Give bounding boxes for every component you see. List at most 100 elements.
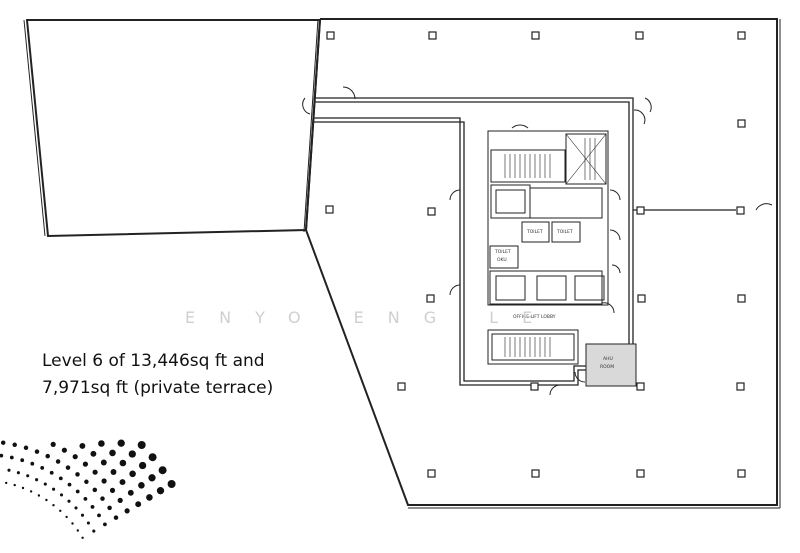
dot (50, 441, 56, 447)
dot (81, 536, 84, 539)
dot (20, 458, 25, 463)
dot (92, 469, 98, 475)
dot (117, 497, 123, 503)
dot (59, 509, 62, 512)
label-toilet-2: TOILET (556, 229, 573, 235)
dot (75, 472, 80, 477)
dot (79, 442, 86, 449)
dot (135, 501, 142, 508)
dot (90, 450, 97, 457)
dot (13, 483, 16, 487)
dot (80, 513, 85, 517)
dot (119, 479, 126, 486)
floor-caption: Level 6 of 13,446sq ft and 7,971sq ft (p… (42, 348, 273, 402)
dot (86, 521, 90, 525)
dot (23, 445, 29, 451)
door-swings (302, 86, 773, 396)
dot (71, 522, 74, 525)
dot (58, 476, 63, 481)
dot (61, 447, 67, 453)
dot (5, 481, 8, 485)
dot (52, 504, 55, 507)
dot (0, 440, 6, 445)
core-walls (314, 97, 736, 386)
dot (92, 487, 98, 493)
dot (34, 449, 40, 454)
dot (90, 505, 95, 509)
dot (16, 471, 20, 475)
dot (9, 455, 14, 460)
dot (55, 459, 61, 464)
dot (138, 461, 147, 470)
dot (148, 474, 156, 482)
dot (148, 453, 157, 462)
label-toilet-side-2: OKU (497, 257, 507, 263)
dot (156, 487, 165, 495)
ahu-room (585, 343, 637, 387)
dot (84, 479, 89, 485)
dot (75, 489, 80, 494)
caption-line-2: 7,971sq ft (private terrace) (42, 378, 274, 398)
dot (45, 453, 50, 459)
dot (101, 478, 107, 484)
dot (83, 497, 88, 501)
dot (43, 482, 47, 486)
caption-line-1: Level 6 of 13,446sq ft and (42, 351, 265, 371)
dot (7, 468, 11, 472)
dot (12, 442, 17, 448)
dot (67, 482, 72, 487)
dot (124, 508, 130, 514)
dot (109, 487, 116, 493)
dot (119, 459, 127, 467)
stair-treads (504, 138, 596, 357)
label-office-lift-lobby: OFFICE LIFT LOBBY (513, 314, 556, 320)
dot (110, 469, 117, 475)
dot (103, 522, 107, 527)
dot (35, 478, 39, 482)
label-ahu-room: ROOM (600, 364, 614, 370)
dot (30, 461, 35, 466)
decorative-dot-pattern (0, 439, 176, 539)
dot (21, 486, 25, 490)
floor-outline (304, 18, 778, 506)
dot (117, 439, 125, 447)
dot (26, 474, 30, 478)
dot (67, 499, 71, 503)
dot (76, 529, 80, 532)
dot (97, 513, 101, 518)
dot (107, 505, 112, 511)
terrace-outline (25, 19, 322, 238)
dot (129, 470, 136, 478)
label-toilet-side: TOILET (494, 249, 511, 255)
columns (325, 31, 746, 478)
dot (138, 482, 145, 489)
label-toilet-1: TOILET (526, 229, 543, 235)
lift-shafts (565, 133, 607, 185)
dot (59, 493, 64, 497)
dot (52, 487, 56, 491)
dot (49, 470, 54, 475)
core-rooms (487, 130, 609, 365)
label-ahu: AHU (603, 356, 613, 362)
dot (72, 454, 78, 460)
dot (137, 441, 146, 449)
dot (37, 494, 41, 497)
dot (65, 515, 68, 519)
dot (0, 453, 4, 458)
dot (158, 466, 167, 475)
watermark-text: ENYO ENG LE (185, 308, 557, 327)
dot (128, 450, 136, 458)
dot (100, 459, 107, 466)
dot (127, 489, 134, 496)
dot (74, 506, 78, 510)
dot (92, 529, 96, 533)
dot (65, 465, 71, 470)
dot (40, 466, 45, 470)
dot (82, 461, 88, 467)
dot (167, 480, 176, 488)
dot (113, 515, 119, 520)
dot (45, 498, 48, 502)
dot (100, 496, 105, 501)
dot (98, 440, 105, 447)
